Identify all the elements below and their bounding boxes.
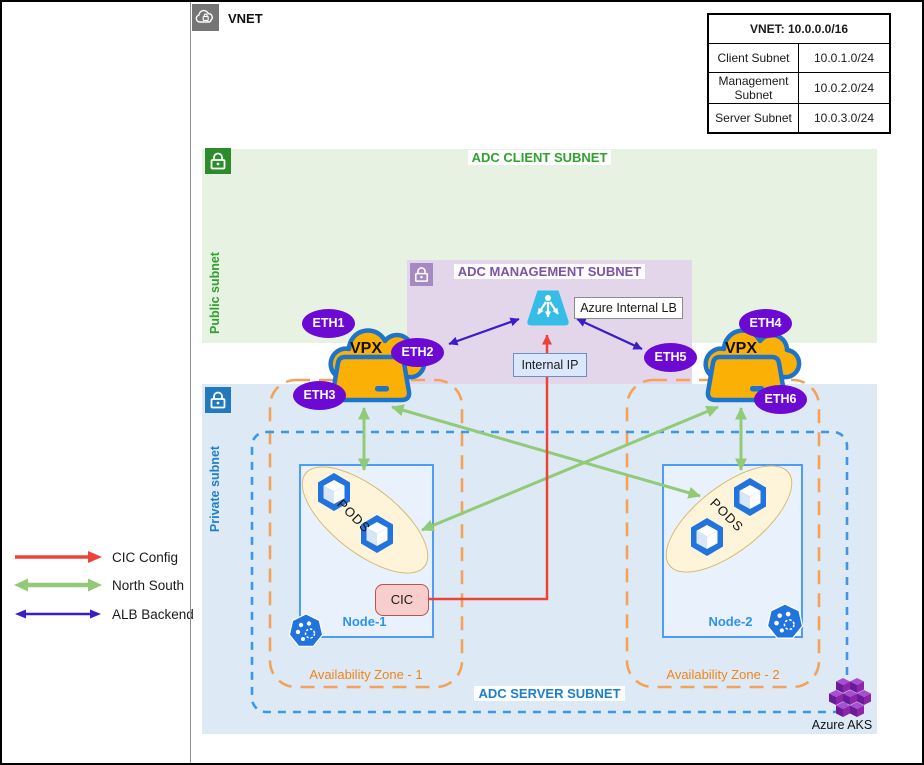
legend-label-alb-backend: ALB Backend: [112, 607, 194, 622]
private-subnet-label: Private subnet: [208, 445, 222, 533]
navy-double-arrow-icon: [15, 609, 101, 619]
load-balancer-icon: [523, 288, 573, 328]
vpx-label: VPX: [350, 340, 382, 357]
cic-box: CIC: [375, 584, 429, 616]
public-subnet-label: Public subnet: [208, 252, 222, 334]
table-cell-value: 10.0.3.0/24: [813, 111, 875, 125]
eth1-badge: ETH1: [302, 309, 355, 338]
eth6-badge: ETH6: [754, 385, 807, 414]
eth2-badge: ETH2: [391, 338, 444, 367]
lock-icon: [205, 387, 231, 413]
azure-aks-label: Azure AKS: [811, 718, 873, 732]
legend-label-north-south: North South: [112, 578, 185, 593]
green-double-arrow-icon: [14, 578, 102, 592]
table-row: Server Subnet 10.0.3.0/24: [709, 104, 889, 132]
subnet-table-title: VNET: 10.0.0.0/16: [709, 15, 889, 44]
pod-icon: [732, 477, 768, 517]
eth3-badge: ETH3: [293, 381, 346, 410]
table-cell-value: 10.0.2.0/24: [813, 81, 875, 95]
vnet-cloud-lock-icon: [192, 4, 219, 31]
pod-icon: [689, 517, 725, 557]
legend-label-cic-config: CIC Config: [112, 550, 179, 565]
server-subnet-title: ADC SERVER SUBNET: [252, 686, 847, 701]
vnet-title: VNET: [228, 11, 263, 26]
table-cell-label: Management Subnet: [709, 73, 799, 103]
panel-divider: [190, 2, 191, 763]
lock-icon: [410, 263, 433, 286]
azure-internal-lb-label: Azure Internal LB: [574, 297, 683, 319]
table-row: Client Subnet 10.0.1.0/24: [709, 44, 889, 73]
availability-zone-1-label: Availability Zone - 1: [309, 667, 423, 682]
eth5-badge: ETH5: [644, 343, 697, 372]
availability-zone-2-label: Availability Zone - 2: [666, 667, 780, 682]
vpx-label: VPX: [725, 340, 757, 357]
table-cell-value: 10.0.1.0/24: [813, 51, 875, 65]
table-cell-label: Client Subnet: [709, 44, 799, 72]
table-cell-label: Server Subnet: [709, 104, 799, 132]
management-subnet-title: ADC MANAGEMENT SUBNET: [407, 264, 692, 279]
subnet-table: VNET: 10.0.0.0/16 Client Subnet 10.0.1.0…: [707, 13, 891, 134]
red-arrow-icon: [15, 551, 102, 563]
azure-aks-icon: [826, 678, 874, 718]
table-row: Management Subnet 10.0.2.0/24: [709, 73, 889, 104]
eth4-badge: ETH4: [739, 309, 792, 338]
kubernetes-node-icon: [288, 613, 324, 649]
internal-ip-label: Internal IP: [513, 353, 587, 377]
client-subnet-title: ADC CLIENT SUBNET: [202, 150, 877, 165]
lock-icon: [205, 148, 231, 174]
kubernetes-node-icon: [766, 603, 804, 641]
